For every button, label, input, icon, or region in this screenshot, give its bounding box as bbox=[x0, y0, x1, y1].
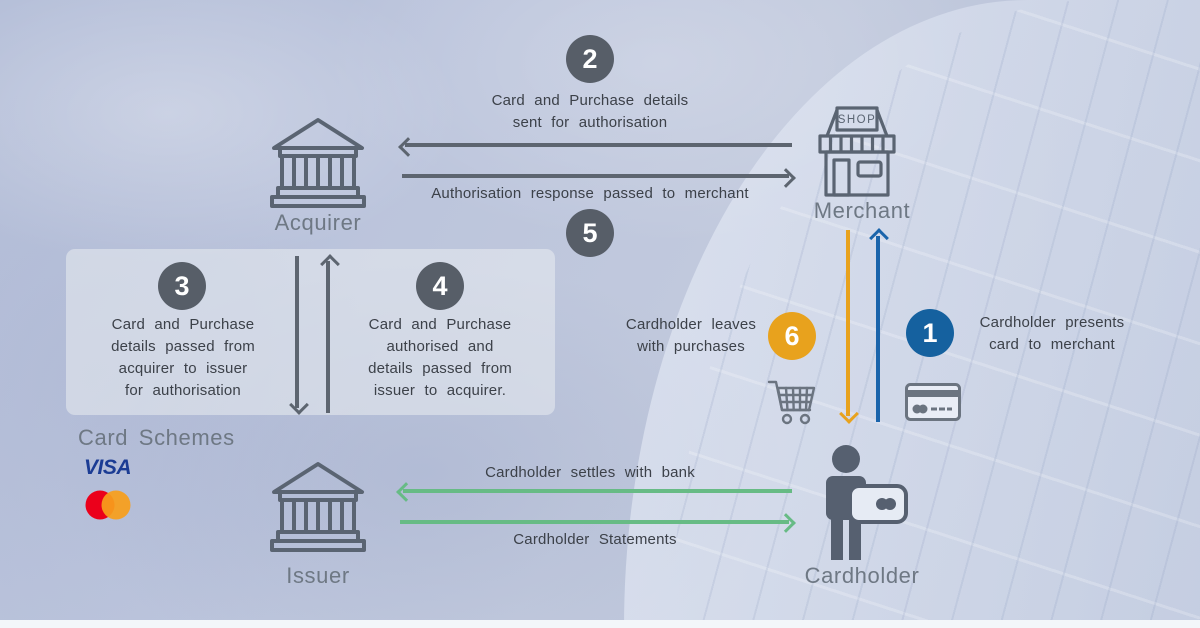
step-5-badge: 5 bbox=[566, 209, 614, 257]
step-2-description: Card and Purchase details sent for autho… bbox=[491, 92, 689, 131]
step-1-badge: 1 bbox=[906, 309, 954, 357]
shop-sign-text: SHOP bbox=[838, 114, 877, 126]
step-2-number: 2 bbox=[582, 43, 598, 74]
merchant-shop-icon: SHOP bbox=[818, 106, 896, 197]
arrow-acquirer-to-issuer bbox=[288, 256, 309, 415]
mastercard-logo bbox=[85, 490, 131, 520]
step-1-number: 1 bbox=[922, 317, 938, 348]
arrow-merchant-to-cardholder bbox=[839, 230, 860, 424]
issuer-bank-icon bbox=[270, 462, 366, 552]
step-1-description: Cardholder presents card to merchant bbox=[979, 314, 1125, 353]
bottom-white-strip bbox=[0, 620, 1200, 628]
step-3-description: Card and Purchase details passed from ac… bbox=[111, 316, 255, 399]
step-2-badge: 2 bbox=[566, 35, 614, 83]
step-4-description: Card and Purchase authorised and details… bbox=[368, 316, 512, 399]
acquirer-bank-icon bbox=[270, 118, 366, 208]
cardholder-person-icon bbox=[826, 445, 908, 560]
scheme-steps-panel bbox=[66, 249, 555, 415]
arrow-cardholder-to-merchant bbox=[869, 228, 890, 422]
card-schemes-label: Card Schemes bbox=[78, 425, 235, 450]
step-5-description: Authorisation response passed to merchan… bbox=[431, 185, 749, 202]
settles-label: Cardholder settles with bank bbox=[485, 464, 695, 481]
step-3-badge: 3 bbox=[158, 262, 206, 310]
arrow-issuer-to-acquirer bbox=[319, 254, 340, 413]
step-4-number: 4 bbox=[432, 270, 448, 301]
shopping-cart-icon bbox=[767, 380, 816, 425]
acquirer-label: Acquirer bbox=[274, 210, 362, 235]
step-6-description: Cardholder leaves with purchases bbox=[625, 316, 757, 355]
step-6-badge: 6 bbox=[768, 312, 816, 360]
step-3-number: 3 bbox=[174, 270, 190, 301]
statements-label: Cardholder Statements bbox=[513, 531, 677, 548]
arrow-auth-response-to-merchant bbox=[402, 167, 796, 188]
arrow-cardholder-settles bbox=[396, 482, 792, 503]
cardholder-label: Cardholder bbox=[804, 563, 920, 588]
visa-logo: VISA bbox=[84, 456, 132, 479]
arrow-details-to-acquirer bbox=[398, 136, 792, 157]
merchant-label: Merchant bbox=[813, 198, 911, 223]
step-6-number: 6 bbox=[784, 320, 800, 351]
step-4-badge: 4 bbox=[416, 262, 464, 310]
arrow-cardholder-statements bbox=[400, 513, 796, 534]
issuer-label: Issuer bbox=[286, 563, 350, 588]
step-5-number: 5 bbox=[582, 217, 598, 248]
credit-card-icon bbox=[905, 383, 961, 421]
